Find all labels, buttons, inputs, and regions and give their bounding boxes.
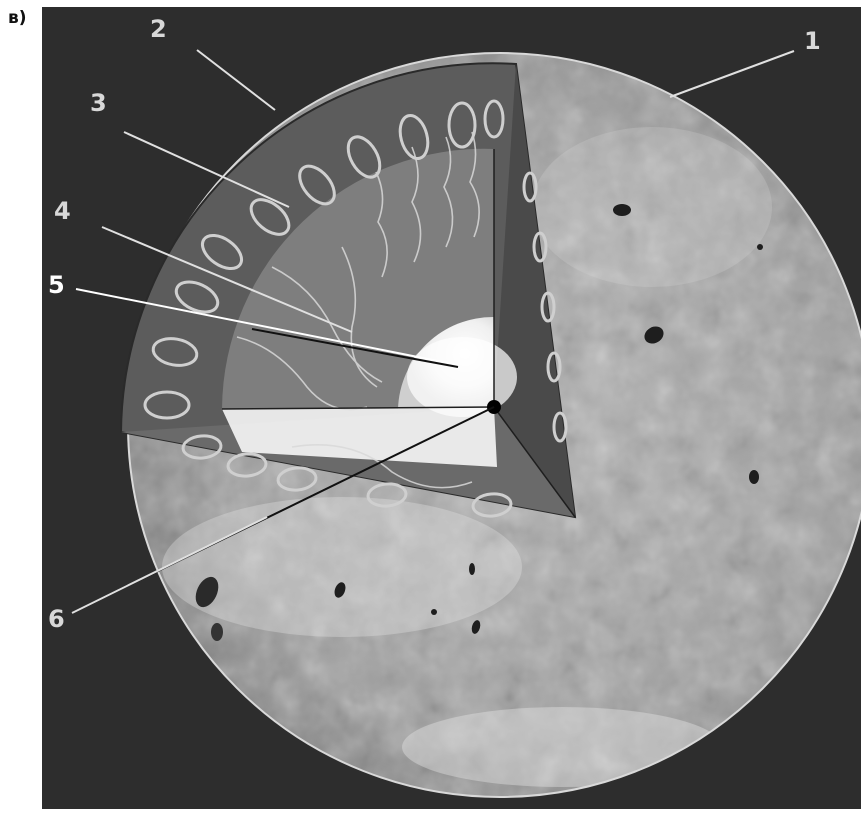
label-1: 1 [804,27,821,55]
sun-structure-diagram: 1 2 3 4 5 6 [42,7,861,809]
label-3: 3 [90,89,107,117]
label-6: 6 [48,605,65,633]
panel-letter: в) [8,8,27,28]
label-5: 5 [48,271,65,299]
label-4: 4 [54,197,71,225]
label-2: 2 [150,15,167,43]
